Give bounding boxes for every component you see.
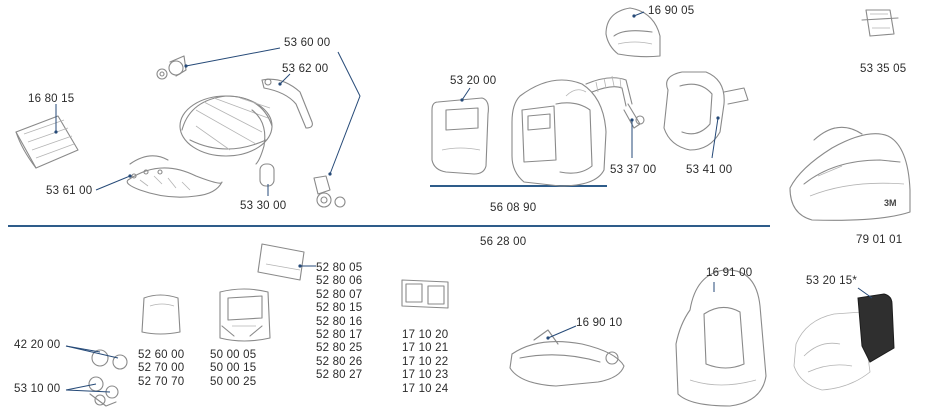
plate-number: 52 80 17 bbox=[316, 329, 363, 342]
label-53-37-00: 53 37 00 bbox=[610, 164, 657, 176]
disc-parts bbox=[91, 349, 128, 370]
plate-part-numbers: 52 80 05 52 80 06 52 80 07 52 80 15 52 8… bbox=[316, 262, 362, 383]
label-53-10-00: 53 10 00 bbox=[14, 383, 61, 395]
label-56-08-90: 56 08 90 bbox=[490, 202, 537, 214]
knob-part bbox=[156, 55, 187, 80]
label-16-80-15: 16 80 15 bbox=[28, 93, 75, 105]
plate-number: 52 80 15 bbox=[316, 302, 363, 315]
label-53-20-15: 53 20 15* bbox=[806, 275, 858, 287]
label-16-90-10: 16 90 10 bbox=[576, 317, 623, 329]
adf-part-numbers: 50 00 05 50 00 15 50 00 25 bbox=[210, 349, 256, 389]
plate-number: 52 80 05 bbox=[316, 262, 363, 274]
magnifier-number: 17 10 21 bbox=[402, 342, 449, 355]
label-42-20-00: 42 20 00 bbox=[14, 339, 61, 351]
helmet-part bbox=[511, 79, 607, 187]
label-16-91-00: 16 91 00 bbox=[706, 267, 753, 279]
label-53-60-00: 53 60 00 bbox=[284, 37, 331, 49]
label-53-62-00: 53 62 00 bbox=[282, 63, 329, 75]
hood-part bbox=[675, 269, 767, 407]
magnifier-lens-part bbox=[401, 279, 449, 309]
bracket-part bbox=[261, 78, 313, 129]
headband-strap-part bbox=[126, 155, 223, 198]
clip-part bbox=[861, 9, 899, 37]
plate-number: 52 80 16 bbox=[316, 315, 363, 328]
face-seal-part bbox=[663, 71, 749, 151]
label-53-35-05: 53 35 05 bbox=[860, 63, 907, 75]
label-53-41-00: 53 41 00 bbox=[686, 164, 733, 176]
face-shield-part bbox=[509, 329, 625, 387]
adf-number: 50 00 25 bbox=[210, 375, 257, 388]
plate-number: 52 80 26 bbox=[316, 355, 363, 368]
plate-number: 52 80 07 bbox=[316, 288, 363, 301]
ratchet-part bbox=[313, 175, 346, 208]
magnifier-number: 17 10 24 bbox=[402, 382, 449, 395]
lens-part bbox=[141, 294, 181, 335]
bag-brand-mark: 3M bbox=[884, 198, 897, 208]
visor-plate-part bbox=[431, 97, 489, 175]
magnifier-number: 17 10 23 bbox=[402, 369, 449, 382]
protection-plate-part bbox=[257, 243, 305, 281]
label-53-20-00: 53 20 00 bbox=[450, 75, 497, 87]
lens-number: 52 70 00 bbox=[138, 362, 185, 375]
adf-number: 50 00 05 bbox=[210, 349, 257, 361]
label-16-90-05: 16 90 05 bbox=[648, 5, 695, 17]
plate-number: 52 80 25 bbox=[316, 342, 363, 355]
adf-number: 50 00 15 bbox=[210, 362, 257, 375]
plate-number: 52 80 27 bbox=[316, 369, 363, 382]
label-79-01-01: 79 01 01 bbox=[856, 234, 903, 246]
sweatband-strip-part bbox=[15, 115, 79, 169]
leader-dots bbox=[54, 14, 720, 340]
leader-lines bbox=[55, 11, 873, 393]
lens-number: 52 60 00 bbox=[138, 349, 185, 361]
label-53-30-00: 53 30 00 bbox=[240, 200, 287, 212]
magnifier-number: 17 10 20 bbox=[402, 329, 449, 341]
lens-part-numbers: 52 60 00 52 70 00 52 70 70 bbox=[138, 349, 184, 389]
magnifier-part-numbers: 17 10 20 17 10 21 17 10 22 17 10 23 17 1… bbox=[402, 329, 448, 396]
lens-number: 52 70 70 bbox=[138, 375, 185, 388]
plate-number: 52 80 06 bbox=[316, 275, 363, 288]
carry-bag-part bbox=[789, 126, 911, 221]
air-hose-part bbox=[585, 75, 645, 129]
label-56-28-00: 56 28 00 bbox=[480, 236, 527, 248]
label-53-61-00: 53 61 00 bbox=[46, 185, 93, 197]
tinted-visor-part bbox=[793, 293, 895, 391]
headgear-assembly-part bbox=[179, 95, 275, 187]
auto-darkening-filter-part bbox=[219, 288, 271, 342]
hood-cover-part bbox=[605, 7, 661, 58]
magnifier-number: 17 10 22 bbox=[402, 355, 449, 368]
